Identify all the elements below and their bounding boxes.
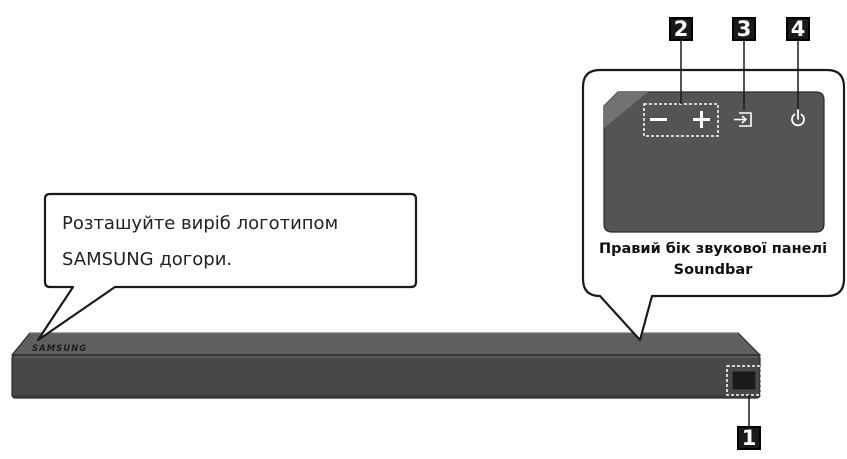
display-highlight-box [726, 365, 762, 396]
panel-caption-line-2: Soundbar [673, 262, 753, 278]
speech-bubble-line-1: Розташуйте виріб логотипом [62, 213, 339, 234]
source-input-icon [734, 112, 752, 127]
speech-bubble [36, 192, 418, 342]
soundbar-front [11, 354, 761, 399]
control-panel [603, 91, 825, 233]
panel-caption-line-1: Правий бік звукової панелі [598, 241, 828, 257]
power-icon [791, 109, 805, 127]
callout-badge-1: 1 [737, 426, 761, 450]
callout-badge-4: 4 [786, 17, 810, 41]
speech-bubble-text: Розташуйте виріб логотипом SAMSUNG догор… [62, 206, 402, 278]
samsung-logo: SAMSUNG [32, 344, 88, 354]
plus-icon [693, 111, 710, 128]
speech-bubble-line-2: SAMSUNG догори. [62, 249, 233, 270]
soundbar-display-window [731, 370, 757, 391]
callout-badge-3: 3 [732, 17, 756, 41]
soundbar [10, 332, 762, 426]
panel-caption: Правий бік звукової панелі Soundbar [580, 239, 846, 281]
callout-badge-2: 2 [669, 17, 693, 41]
soundbar-top [10, 332, 762, 356]
minus-icon [650, 118, 667, 121]
